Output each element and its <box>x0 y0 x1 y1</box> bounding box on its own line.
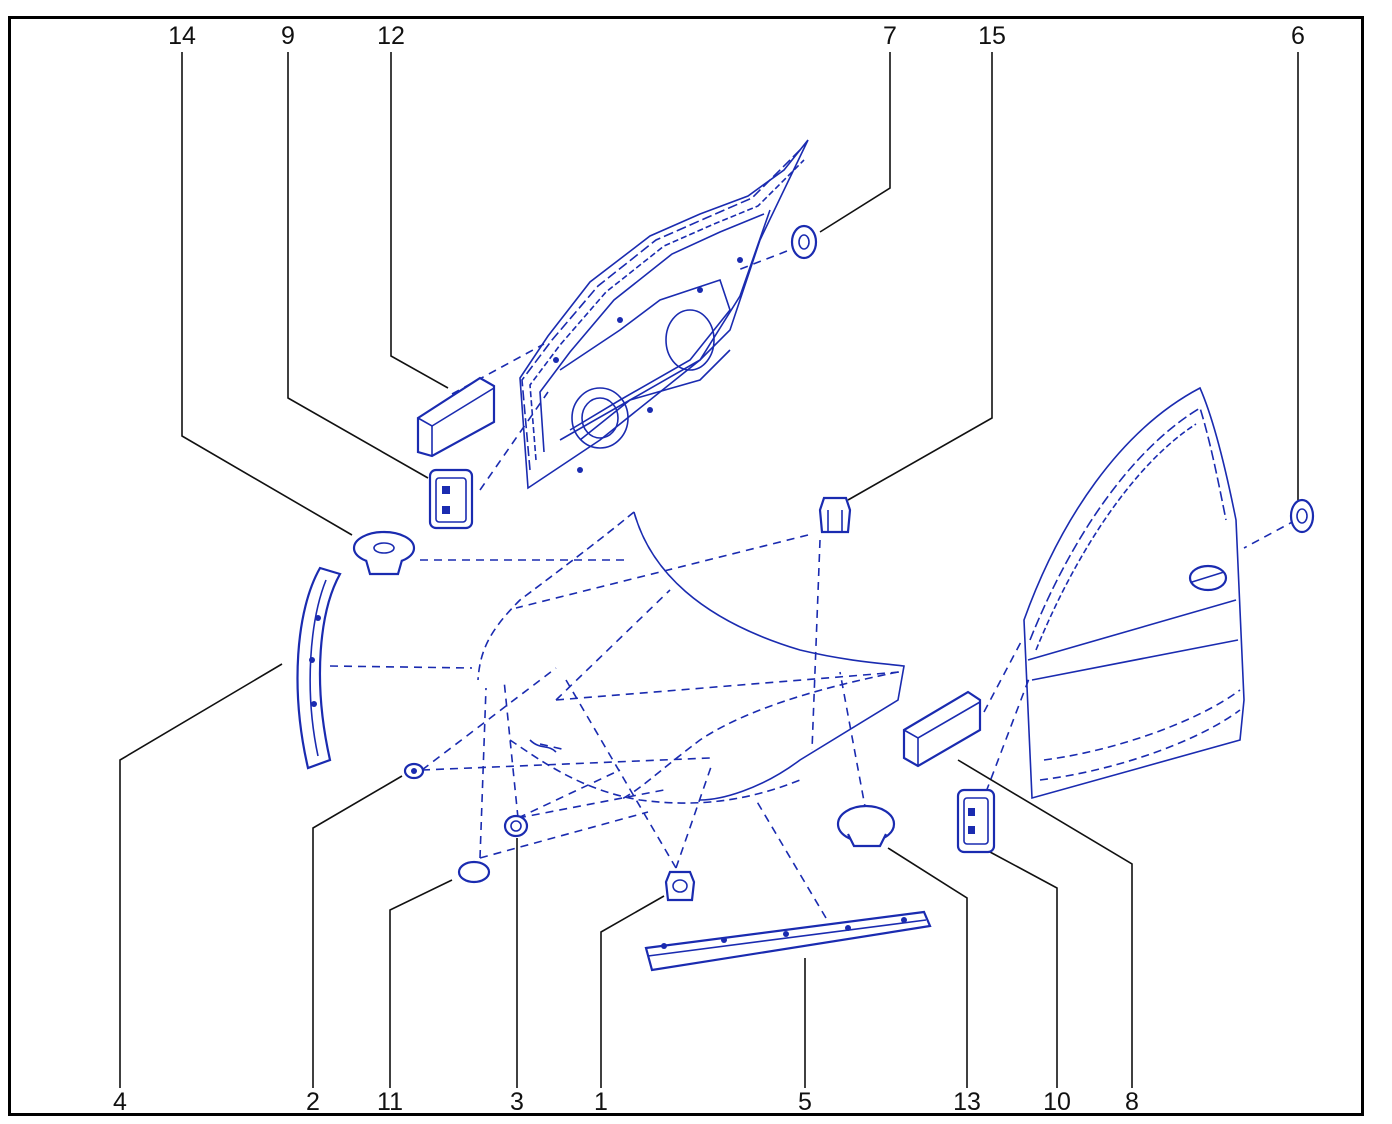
callout-7: 7 <box>883 22 897 50</box>
callout-8: 8 <box>1125 1088 1139 1116</box>
callout-14: 14 <box>168 22 196 50</box>
part-8-foam-block <box>902 690 982 768</box>
part-9-grommet <box>428 468 474 530</box>
part-4-trim-strip <box>296 566 342 770</box>
callout-5: 5 <box>798 1088 812 1116</box>
callout-15: 15 <box>978 22 1006 50</box>
assembly-dashed-lines <box>329 245 1297 919</box>
callout-13: 13 <box>953 1088 981 1116</box>
callout-4: 4 <box>113 1088 127 1116</box>
door-skin-outline <box>477 511 905 804</box>
callout-12: 12 <box>377 22 405 50</box>
diagram-frame <box>8 16 1364 1116</box>
callout-11: 11 <box>377 1088 403 1116</box>
callout-1: 1 <box>594 1088 608 1116</box>
leader-lines <box>119 52 1299 1088</box>
part-11-o-ring <box>457 860 491 884</box>
part-1-plug <box>664 870 696 902</box>
part-3-fastener <box>503 814 529 838</box>
part-7-disc-clip <box>790 224 818 260</box>
callout-3: 3 <box>510 1088 524 1116</box>
callout-2: 2 <box>306 1088 320 1116</box>
part-5-lower-trim <box>644 910 932 972</box>
part-6-disc-clip <box>1289 498 1315 534</box>
callout-10: 10 <box>1043 1088 1071 1116</box>
outer-door <box>1023 386 1245 800</box>
part-14-round-cap <box>352 530 416 576</box>
part-2-clip <box>403 762 425 780</box>
callout-6: 6 <box>1291 22 1305 50</box>
callout-9: 9 <box>281 22 295 50</box>
part-15-plug <box>818 496 852 534</box>
inner-door-panel <box>519 139 809 490</box>
part-12-foam-block <box>416 376 496 458</box>
part-13-round-cap <box>836 804 896 848</box>
part-10-grommet <box>956 788 996 854</box>
